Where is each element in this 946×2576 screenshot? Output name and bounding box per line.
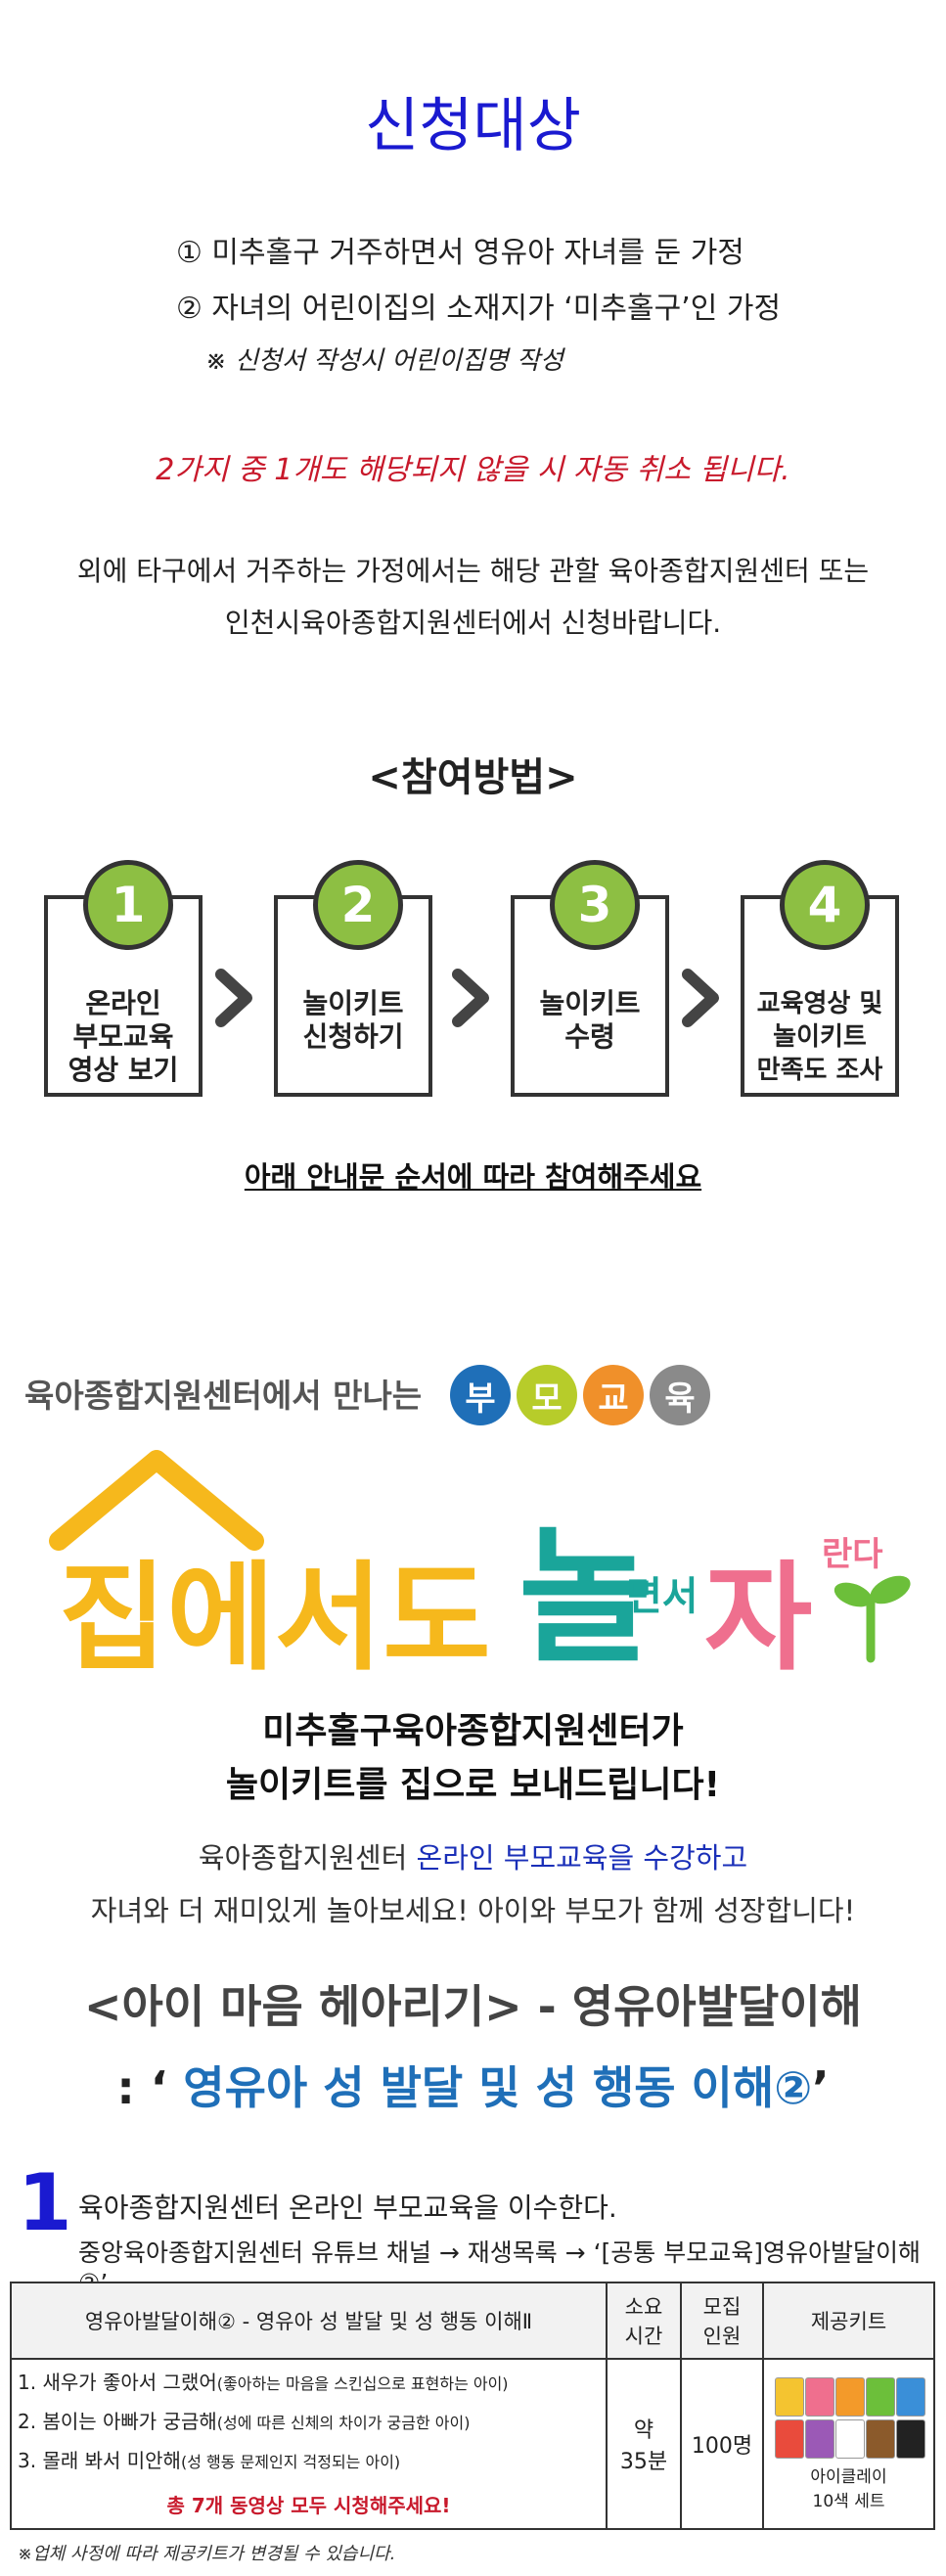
- video-item: 2. 봄이는 아빠가 궁금해(성에 따른 신체의 차이가 궁금한 아이): [18, 2403, 600, 2442]
- clay-swatch: [865, 2376, 895, 2417]
- subtitle-main: 영유아 성 발달 및 성 행동 이해②: [183, 2061, 813, 2114]
- step-4-number: 4: [780, 860, 870, 950]
- step-3-box: 3 놀이키트 수령: [511, 860, 669, 1097]
- intro-line-2: 자녀와 더 재미있게 놀아보세요! 아이와 부모가 함께 성장합니다!: [90, 1894, 856, 1927]
- clay-swatch: [834, 2418, 865, 2459]
- video-title: 2. 봄이는 아빠가 궁금해: [18, 2410, 217, 2433]
- pill-yuk: 육: [650, 1365, 710, 1425]
- cancel-warning: 2가지 중 1개도 해당되지 않을 시 자동 취소 됩니다.: [156, 453, 790, 487]
- chevron-right-icon: [215, 969, 252, 1027]
- table-row: 1. 새우가 좋아서 그랬어(좋아하는 마음을 스킨십으로 표현하는 아이) 2…: [10, 2358, 935, 2530]
- brand-line: 육아종합지원센터에서 만나는: [24, 1377, 423, 1415]
- clay-swatch: [774, 2418, 804, 2459]
- table-header-row: 영유아발달이해② - 영유아 성 발달 및 성 행동 이해Ⅱ 소요 시간 모집 …: [10, 2282, 935, 2360]
- page-title: 신청대상: [365, 92, 581, 160]
- clay-swatch: [895, 2376, 925, 2417]
- step-1-number: 1: [83, 860, 173, 950]
- logo-part-3: 면서: [626, 1574, 698, 1619]
- step-1-label: 온라인 부모교육 영상 보기: [68, 987, 179, 1086]
- course-title: <아이 마음 헤아리기> - 영유아발달이해: [83, 1980, 863, 2033]
- video-desc: (성 행동 문제인지 걱정되는 아이): [180, 2453, 401, 2471]
- step-2-number: 2: [313, 860, 403, 950]
- pill-mo: 모: [517, 1365, 577, 1425]
- other-region-line-1: 외에 타구에서 거주하는 가정에서는 해당 관할 육아종합지원센터 또는: [76, 555, 870, 587]
- video-item: 3. 몰래 봐서 미안해(성 행동 문제인지 걱정되는 아이): [18, 2442, 600, 2481]
- chevron-right-icon: [682, 969, 719, 1027]
- video-title: 3. 몰래 봐서 미안해: [18, 2449, 181, 2472]
- method-title: <참여방법>: [368, 755, 578, 800]
- intro-line-1-a: 육아종합지원센터: [198, 1841, 417, 1875]
- chevron-right-icon: [452, 969, 489, 1027]
- video-item: 1. 새우가 좋아서 그랬어(좋아하는 마음을 스킨십으로 표현하는 아이): [18, 2364, 600, 2403]
- clay-swatch: [834, 2376, 865, 2417]
- subtitle-prefix: : ‘: [116, 2061, 184, 2114]
- kit-name: 아이클레이 10색 세트: [810, 2466, 887, 2511]
- video-list: 1. 새우가 좋아서 그랬어(좋아하는 마음을 스킨십으로 표현하는 아이) 2…: [10, 2358, 608, 2530]
- header-capacity: 모집 인원: [680, 2282, 764, 2360]
- roof-icon: [49, 1450, 264, 1551]
- time-value: 약 35분: [606, 2358, 682, 2530]
- clay-swatch: [895, 2418, 925, 2459]
- clay-swatch: [865, 2418, 895, 2459]
- instruction-number: 1: [18, 2157, 72, 2248]
- clay-swatch: [774, 2376, 804, 2417]
- promo-line-2: 놀이키트를 집으로 보내드립니다!: [225, 1765, 721, 1805]
- course-subtitle: : ‘ 영유아 성 발달 및 성 행동 이해②’: [0, 2053, 946, 2117]
- participation-guide: 아래 안내문 순서에 따라 참여해주세요: [244, 1160, 702, 1194]
- video-desc: (좋아하는 마음을 스킨십으로 표현하는 아이): [216, 2374, 509, 2393]
- step-4-label: 교육영상 및 놀이키트 만족도 조사: [756, 989, 883, 1085]
- capacity-value: 100명: [680, 2358, 764, 2530]
- kit-cell: 아이클레이 10색 세트: [762, 2358, 935, 2530]
- logo-part-4: 자: [704, 1551, 812, 1683]
- subtitle-suffix: ’: [812, 2061, 830, 2114]
- logo-part-1: 집에서도: [59, 1551, 491, 1683]
- step-2-box: 2 놀이키트 신청하기: [274, 860, 432, 1097]
- video-desc: (성에 따른 신체의 차이가 궁금한 아이): [216, 2414, 471, 2432]
- campaign-logo: 집에서도 놀 면서 자 란다: [49, 1450, 911, 1683]
- intro-line-1: 육아종합지원센터 온라인 부모교육을 수강하고: [0, 1835, 946, 1876]
- pill-gyo: 교: [583, 1365, 644, 1425]
- pill-bu: 부: [450, 1365, 511, 1425]
- header-time: 소요 시간: [606, 2282, 682, 2360]
- step-4-box: 4 교육영상 및 놀이키트 만족도 조사: [741, 860, 899, 1097]
- course-table: 영유아발달이해② - 영유아 성 발달 및 성 행동 이해Ⅱ 소요 시간 모집 …: [10, 2282, 935, 2530]
- criteria-note: ※ 신청서 작성시 어린이집명 작성: [205, 346, 563, 376]
- clay-swatch: [804, 2418, 834, 2459]
- watch-all-notice: 총 7개 동영상 모두 시청해주세요!: [166, 2494, 451, 2517]
- step-3-number: 3: [550, 860, 640, 950]
- sprout-icon: [833, 1575, 911, 1663]
- logo-part-5: 란다: [822, 1535, 883, 1574]
- step-1-box: 1 온라인 부모교육 영상 보기: [44, 860, 203, 1097]
- instruction-line-1: 육아종합지원센터 온라인 부모교육을 이수한다.: [78, 2192, 617, 2224]
- header-kit: 제공키트: [762, 2282, 935, 2360]
- logo-part-2: 놀: [518, 1514, 653, 1683]
- clay-kit-image: [770, 2376, 927, 2459]
- step-3-label: 놀이키트 수령: [539, 987, 641, 1053]
- criteria-item-1: ① 미추홀구 거주하면서 영유아 자녀를 둔 가정: [176, 236, 744, 270]
- criteria-item-2: ② 자녀의 어린이집의 소재지가 ‘미추홀구’인 가정: [176, 292, 782, 326]
- footnote: ※업체 사정에 따라 제공키트가 변경될 수 있습니다.: [18, 2544, 396, 2564]
- other-region-line-2: 인천시육아종합지원센터에서 신청바랍니다.: [224, 607, 722, 639]
- header-course: 영유아발달이해② - 영유아 성 발달 및 성 행동 이해Ⅱ: [10, 2282, 608, 2360]
- step-2-label: 놀이키트 신청하기: [302, 987, 404, 1053]
- intro-line-1-b: 온라인 부모교육을 수강하고: [416, 1841, 748, 1875]
- clay-swatch: [804, 2376, 834, 2417]
- video-title: 1. 새우가 좋아서 그랬어: [18, 2371, 217, 2394]
- promo-line-1: 미추홀구육아종합지원센터가: [262, 1711, 684, 1751]
